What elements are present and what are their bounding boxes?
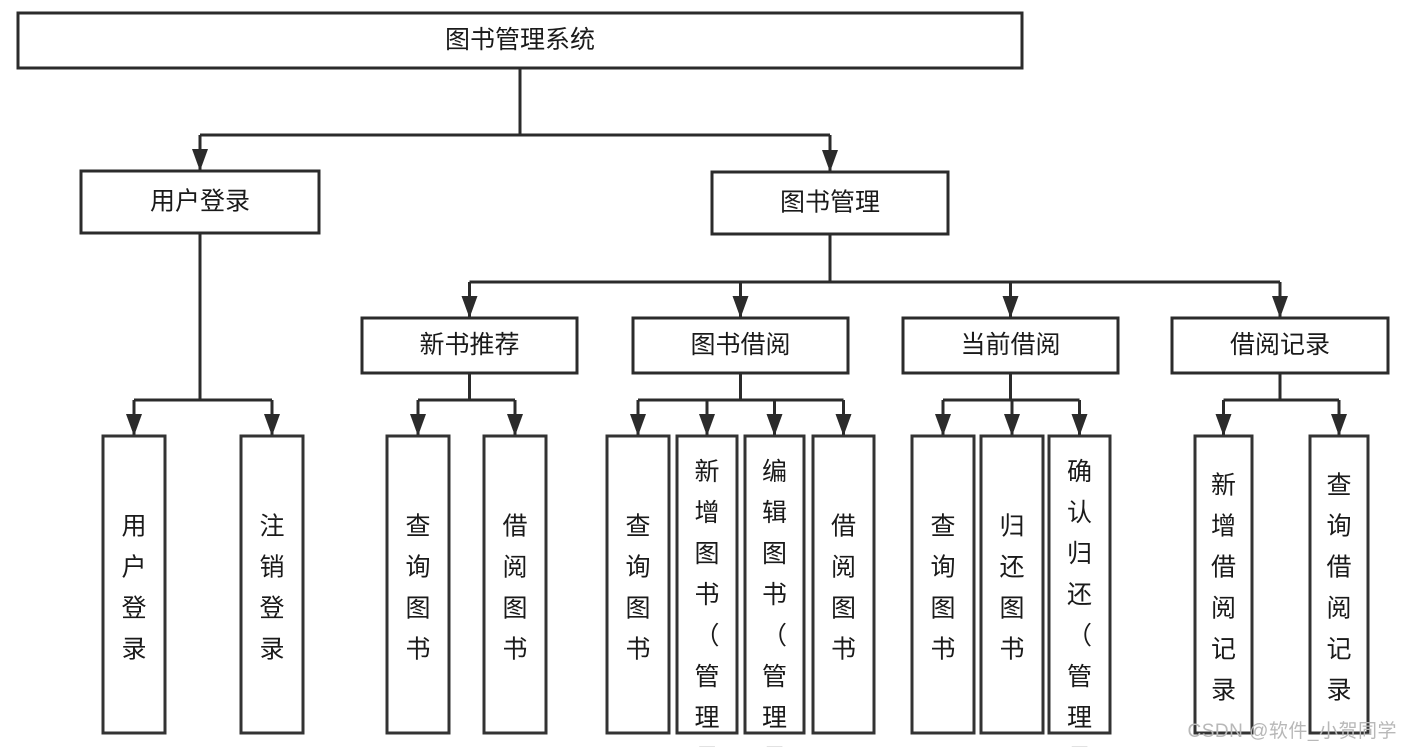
node-leaf-add-book[interactable]: 新增图书（管理员） xyxy=(675,434,739,747)
node-leaf-borrow-book-1[interactable]: 借阅图书 xyxy=(482,434,548,735)
arrow-head-icon xyxy=(822,150,838,172)
node-box xyxy=(979,434,1045,735)
node-leaf-user-login[interactable]: 用户登录 xyxy=(101,434,167,735)
arrow-head-icon xyxy=(1331,414,1347,436)
edge-group-user-login xyxy=(126,233,280,436)
arrow-head-icon xyxy=(766,414,783,436)
connector-layer xyxy=(126,68,1347,436)
node-label: 查询借阅记录 xyxy=(1326,471,1351,704)
node-box xyxy=(901,316,1120,375)
node-box xyxy=(239,434,305,735)
arrow-head-icon xyxy=(461,296,478,318)
node-root[interactable]: 图书管理系统 xyxy=(16,11,1024,70)
node-borrow-record[interactable]: 借阅记录 xyxy=(1170,316,1390,375)
node-leaf-borrow-book-2[interactable]: 借阅图书 xyxy=(811,434,876,735)
node-label: 图书借阅 xyxy=(690,331,790,359)
edge-group-current-borrow xyxy=(935,373,1088,436)
node-label: 用户登录 xyxy=(150,188,250,216)
edge-group-borrow-record xyxy=(1215,373,1347,436)
node-box xyxy=(385,434,451,735)
arrow-head-icon xyxy=(1272,296,1288,318)
node-layer: 图书管理系统用户登录图书管理新书推荐图书借阅当前借阅借阅记录用户登录注销登录查询… xyxy=(16,11,1390,747)
arrow-head-icon xyxy=(1002,296,1019,318)
node-box xyxy=(101,434,167,735)
node-leaf-user-logout[interactable]: 注销登录 xyxy=(239,434,305,735)
watermark-label: CSDN @软件_小贺同学 xyxy=(1187,721,1397,742)
edge-group-book-borrow xyxy=(630,373,852,436)
node-box xyxy=(675,434,739,735)
node-label: 查询图书 xyxy=(930,512,955,663)
node-leaf-query-book-3[interactable]: 查询图书 xyxy=(910,434,976,735)
node-label: 新书推荐 xyxy=(419,331,519,359)
node-current-borrow[interactable]: 当前借阅 xyxy=(901,316,1120,375)
node-box xyxy=(16,11,1024,70)
arrow-head-icon xyxy=(1071,414,1088,436)
arrow-head-icon xyxy=(410,414,426,436)
arrow-head-icon xyxy=(192,149,208,171)
node-label: 新增图书（管理员） xyxy=(694,458,719,747)
arrow-head-icon xyxy=(1215,414,1232,436)
arrow-head-icon xyxy=(732,296,749,318)
edge-group-root xyxy=(192,68,838,172)
edge-group-book-manage xyxy=(461,234,1288,318)
node-label: 借阅记录 xyxy=(1230,331,1330,359)
node-box xyxy=(811,434,876,735)
node-label: 查询图书 xyxy=(625,512,650,663)
node-leaf-confirm-return[interactable]: 确认归还（管理员） xyxy=(1047,434,1112,747)
node-box xyxy=(910,434,976,735)
node-label: 归还图书 xyxy=(999,512,1024,663)
arrow-head-icon xyxy=(264,414,280,436)
node-new-book-rec[interactable]: 新书推荐 xyxy=(360,316,579,375)
node-box xyxy=(710,170,950,236)
node-box xyxy=(605,434,671,735)
node-box xyxy=(743,434,806,735)
node-leaf-query-record[interactable]: 查询借阅记录 xyxy=(1308,434,1370,735)
node-box xyxy=(360,316,579,375)
node-box xyxy=(631,316,850,375)
arrow-head-icon xyxy=(126,414,142,436)
arrow-head-icon xyxy=(699,414,715,436)
node-label: 新增借阅记录 xyxy=(1211,471,1236,704)
node-label: 确认归还（管理员） xyxy=(1067,458,1092,747)
node-leaf-add-record[interactable]: 新增借阅记录 xyxy=(1193,434,1254,735)
node-label: 查询图书 xyxy=(405,512,430,663)
edge-group-new-book-rec xyxy=(410,373,523,436)
node-box xyxy=(1193,434,1254,735)
node-leaf-query-book-1[interactable]: 查询图书 xyxy=(385,434,451,735)
node-box xyxy=(1170,316,1390,375)
node-label: 编辑图书（管理员） xyxy=(762,458,787,747)
arrow-head-icon xyxy=(630,414,646,436)
node-user-login[interactable]: 用户登录 xyxy=(79,169,321,235)
arrow-head-icon xyxy=(1004,414,1020,436)
node-leaf-edit-book[interactable]: 编辑图书（管理员） xyxy=(743,434,806,747)
node-box xyxy=(1047,434,1112,735)
node-label: 当前借阅 xyxy=(960,331,1060,359)
node-label: 借阅图书 xyxy=(831,512,856,663)
node-label: 注销登录 xyxy=(259,512,284,663)
node-box xyxy=(79,169,321,235)
node-label: 图书管理系统 xyxy=(445,26,595,54)
node-label: 借阅图书 xyxy=(502,512,527,663)
node-leaf-query-book-2[interactable]: 查询图书 xyxy=(605,434,671,735)
node-label: 用户登录 xyxy=(121,512,146,663)
arrow-head-icon xyxy=(507,414,523,436)
node-box xyxy=(1308,434,1370,735)
node-book-manage[interactable]: 图书管理 xyxy=(710,170,950,236)
arrow-head-icon xyxy=(835,414,852,436)
node-label: 图书管理 xyxy=(780,189,880,217)
node-leaf-return-book[interactable]: 归还图书 xyxy=(979,434,1045,735)
node-box xyxy=(482,434,548,735)
node-book-borrow[interactable]: 图书借阅 xyxy=(631,316,850,375)
arrow-head-icon xyxy=(935,414,951,436)
